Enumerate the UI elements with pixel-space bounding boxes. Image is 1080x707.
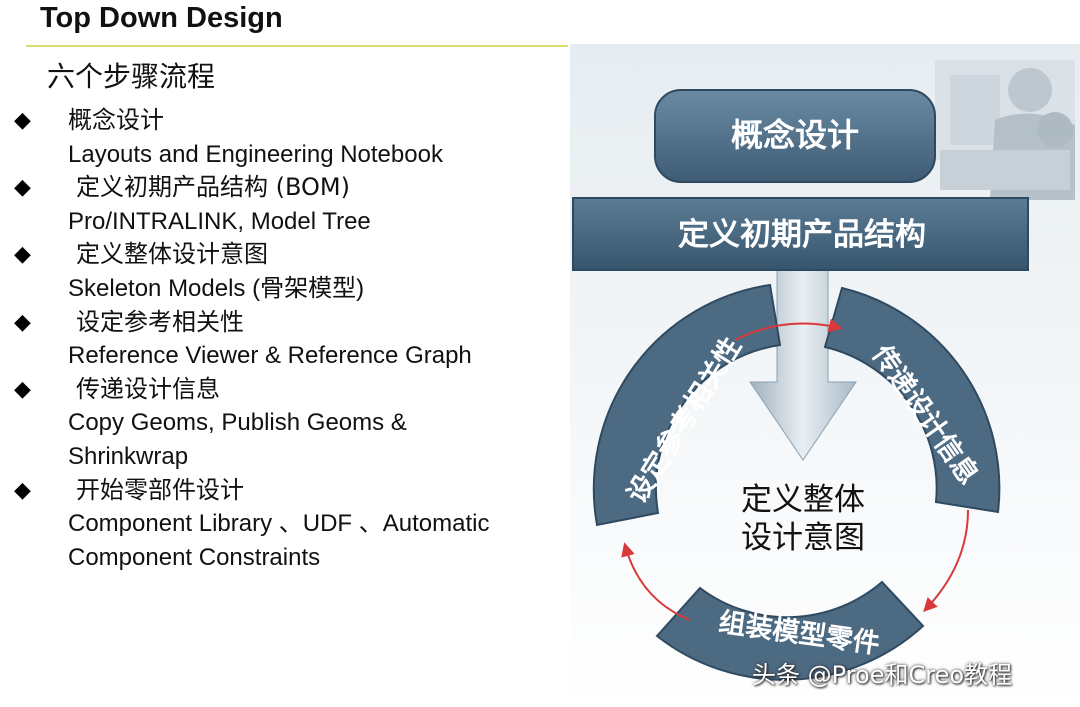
step-detail: Shrinkwrap [68, 440, 188, 474]
step-title: 传递设计信息 [76, 373, 220, 407]
diamond-bullet-icon: ◆ [14, 238, 31, 272]
step-title: 设定参考相关性 [76, 306, 244, 340]
step-detail: Copy Geoms, Publish Geoms & [68, 406, 407, 440]
center-label-line1: 定义整体 [741, 482, 865, 518]
center-label-line2: 设计意图 [741, 520, 865, 556]
step-detail: Component Constraints [68, 541, 320, 575]
process-diagram: 概念设计 定义初期产品结构 定义整体 设计意图 设定参考相关性 传递设计信息 组… [570, 44, 1080, 707]
step-detail: Reference Viewer & Reference Graph [68, 339, 472, 373]
page-title: Top Down Design [40, 2, 283, 35]
diamond-bullet-icon: ◆ [14, 104, 31, 138]
step-detail: Component Library 、UDF 、Automatic [68, 507, 489, 541]
step-detail: Pro/INTRALINK, Model Tree [68, 205, 371, 239]
office-scene-illustration [935, 60, 1075, 200]
step-5: ◆ 传递设计信息 [0, 373, 570, 407]
diamond-bullet-icon: ◆ [14, 171, 31, 205]
step-1: ◆ 概念设计 [0, 104, 570, 138]
title-divider [26, 45, 568, 47]
step-3: ◆ 定义整体设计意图 [0, 238, 570, 272]
concept-design-label: 概念设计 [731, 116, 859, 154]
step-list: ◆ 概念设计 Layouts and Engineering Notebook … [0, 104, 570, 574]
diamond-bullet-icon: ◆ [14, 306, 31, 340]
step-4: ◆ 设定参考相关性 [0, 306, 570, 340]
step-title: 开始零部件设计 [76, 474, 244, 508]
step-title: 概念设计 [68, 104, 164, 138]
step-detail: Skeleton Models (骨架模型) [68, 272, 364, 306]
step-title: 定义初期产品结构 (BOM) [76, 171, 350, 205]
step-6: ◆ 开始零部件设计 [0, 474, 570, 508]
page-subtitle: 六个步骤流程 [47, 55, 215, 95]
step-2: ◆ 定义初期产品结构 (BOM) [0, 171, 570, 205]
product-structure-label: 定义初期产品结构 [678, 217, 926, 253]
watermark: 头条 @Proe和Creo教程 [752, 655, 1012, 690]
diamond-bullet-icon: ◆ [14, 373, 31, 407]
step-title: 定义整体设计意图 [76, 238, 268, 272]
diamond-bullet-icon: ◆ [14, 474, 31, 508]
step-detail: Layouts and Engineering Notebook [68, 138, 443, 172]
